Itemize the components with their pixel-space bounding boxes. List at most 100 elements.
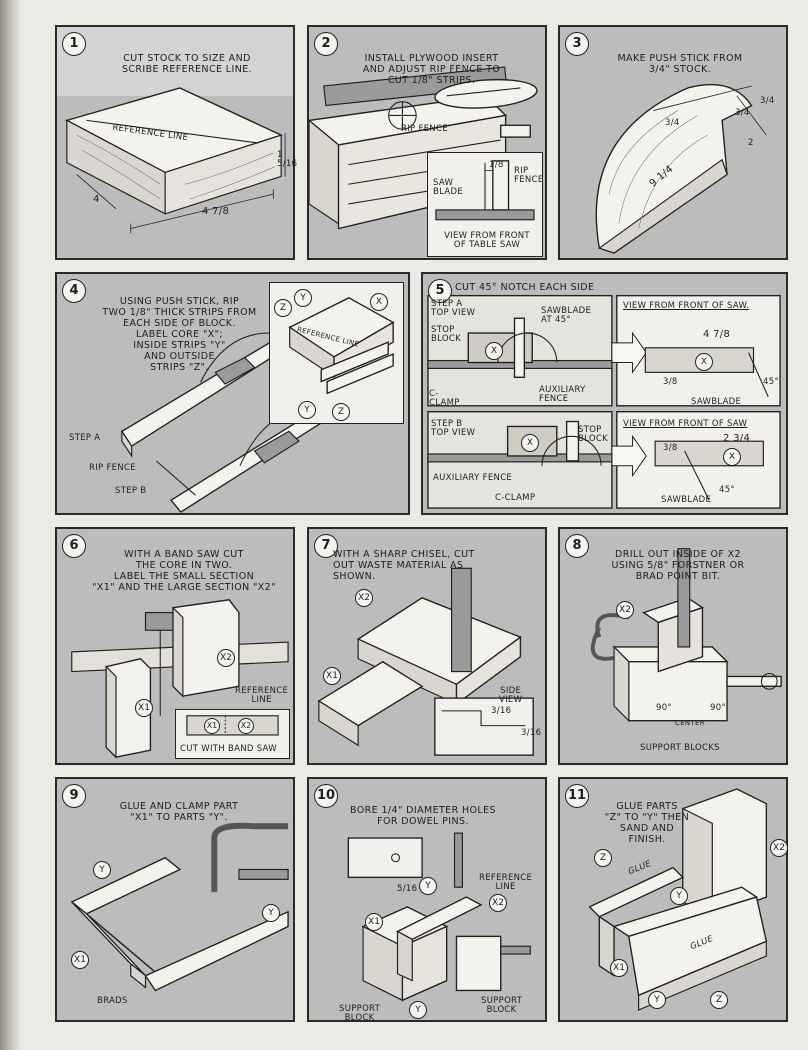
mark-x-a-front: X bbox=[695, 353, 713, 371]
step-11-illustration bbox=[588, 788, 768, 1011]
reference-line-label: Reference line bbox=[235, 686, 289, 705]
sawblade-b-label: Sawblade bbox=[661, 495, 712, 505]
step-5-illustration bbox=[427, 294, 781, 509]
step-7-number: 7 bbox=[314, 534, 338, 558]
dim-label: 5/16 bbox=[397, 884, 418, 894]
side-view-label: Side view bbox=[499, 686, 523, 705]
view-front-a-label: View from front of saw. bbox=[623, 301, 750, 311]
front-view-diagram bbox=[435, 160, 535, 221]
rip-fence-label: Rip fence bbox=[89, 463, 136, 473]
step-2-number: 2 bbox=[314, 32, 338, 56]
step-10-illustration bbox=[347, 832, 531, 1002]
step-3-panel: 3 Make push stick from 3/4" stock. 9 1/4… bbox=[558, 25, 788, 260]
mark-y-top: Y bbox=[294, 289, 312, 307]
view-front-b-label: View from front of saw bbox=[623, 419, 748, 429]
dim-b: 3/4 bbox=[735, 108, 750, 118]
view-front-label: View from front of table saw bbox=[444, 231, 530, 250]
mark-x1: X1 bbox=[610, 959, 628, 977]
step-9-caption: Glue and clamp part "X1" to parts "Y". bbox=[119, 801, 239, 823]
step-3-illustration bbox=[595, 84, 767, 254]
reference-line-label: Reference line bbox=[479, 873, 533, 892]
mark-y-left: Y bbox=[93, 861, 111, 879]
sawblade-a-label: Sawblade bbox=[691, 397, 742, 407]
side-dim-a: 3/16 bbox=[491, 706, 512, 716]
c-clamp-label: C- clamp bbox=[429, 389, 460, 408]
page-binding-shadow bbox=[0, 0, 22, 1050]
step-b-label: Step B bbox=[115, 486, 147, 496]
brads-label: Brads bbox=[97, 996, 128, 1006]
mark-x2: X2 bbox=[616, 601, 634, 619]
length-dimension: 4 7/8 bbox=[202, 206, 230, 217]
step-8-illustration bbox=[590, 548, 782, 723]
step-9-number: 9 bbox=[62, 784, 86, 808]
step-10-caption: Bore 1/4" diameter holes for dowel pins. bbox=[350, 805, 496, 827]
sawblade-45-label: Sawblade at 45° bbox=[541, 306, 592, 325]
step-5-number: 5 bbox=[428, 279, 452, 303]
step-11-panel: 11 Glue parts "Z" to "Y" then sand and f… bbox=[558, 777, 788, 1022]
angle-left: 90° bbox=[656, 703, 672, 713]
labelled-strips-diagram bbox=[288, 297, 395, 395]
support-blocks-label: Support blocks bbox=[640, 743, 720, 753]
step-2-caption: Install plywood insert and adjust rip fe… bbox=[362, 53, 501, 86]
support-block-left: Support block bbox=[339, 1004, 381, 1023]
step-7-panel: 7 With a sharp chisel, cut out waste mat… bbox=[307, 527, 547, 765]
step-a-top-view: Step A top view bbox=[431, 299, 476, 318]
step-8-number: 8 bbox=[565, 534, 589, 558]
step-6-panel: X1 X2 Cut with band saw 6 With a band sa… bbox=[55, 527, 295, 765]
width-dimension: 4 bbox=[93, 194, 100, 205]
step-4-caption: Using push stick, rip two 1/8" thick str… bbox=[102, 296, 257, 373]
rip-fence-label: Rip fence bbox=[401, 124, 448, 134]
dim-c: 3/4 bbox=[760, 96, 775, 106]
mark-z-bottom: Z bbox=[332, 403, 350, 421]
mark-z-top: Z bbox=[594, 849, 612, 867]
aux-fence-b-label: Auxiliary fence bbox=[433, 473, 513, 483]
mark-x2: X2 bbox=[770, 839, 788, 857]
mark-z-bottom: Z bbox=[710, 991, 728, 1009]
cut-band-saw-label: Cut with band saw bbox=[180, 744, 277, 754]
step-b-top-view: Step B top view bbox=[431, 419, 476, 438]
step-1-panel: 1 Cut stock to size and scribe reference… bbox=[55, 25, 298, 260]
step-10-panel: 10 Bore 1/4" diameter holes for dowel pi… bbox=[307, 777, 547, 1023]
step-6-illustration bbox=[71, 599, 289, 759]
step-7-caption: With a sharp chisel, cut out waste mater… bbox=[333, 549, 475, 582]
dim-a-depth: 3/8 bbox=[663, 377, 678, 387]
cut-band-saw-inset: X1 X2 Cut with band saw bbox=[175, 709, 290, 759]
rip-fence-inset-label: Rip fence bbox=[514, 166, 544, 185]
dim-a-length: 4 7/8 bbox=[703, 329, 731, 340]
mark-x1: X1 bbox=[135, 699, 153, 717]
mark-x1: X1 bbox=[365, 913, 383, 931]
mark-x1: X1 bbox=[323, 667, 341, 685]
step-11-number: 11 bbox=[565, 784, 589, 808]
mark-x-b: X bbox=[521, 434, 539, 452]
step-9-panel: 9 Glue and clamp part "X1" to parts "Y".… bbox=[55, 777, 295, 1022]
step-4-illustration bbox=[120, 332, 325, 513]
step-3-caption: Make push stick from 3/4" stock. bbox=[617, 53, 743, 75]
dim-d: 2 bbox=[748, 138, 754, 148]
step-7-illustration bbox=[317, 567, 534, 756]
mark-y-top: Y bbox=[670, 887, 688, 905]
step-5-caption: Cut 45° notch each side bbox=[455, 282, 595, 293]
mark-x: X bbox=[370, 293, 388, 311]
step-2-panel: 2 Install plywood insert and adjust rip … bbox=[307, 25, 547, 260]
angle-b-label: 45° bbox=[719, 485, 735, 495]
angle-right: 90° bbox=[710, 703, 726, 713]
dim-a: 3/4 bbox=[665, 118, 680, 128]
mark-x-a: X bbox=[485, 342, 503, 360]
step-11-caption: Glue parts "Z" to "Y" then sand and fini… bbox=[604, 801, 690, 845]
c-clamp-b-label: C-clamp bbox=[495, 493, 536, 503]
step-4-number: 4 bbox=[62, 279, 86, 303]
stop-block-b-label: Stop block bbox=[578, 425, 608, 444]
aux-fence-label: Auxiliary fence bbox=[539, 385, 586, 404]
side-dim-b: 3/16 bbox=[521, 728, 542, 738]
step-10-number: 10 bbox=[314, 784, 338, 808]
mark-z: Z bbox=[274, 299, 292, 317]
step-3-number: 3 bbox=[565, 32, 589, 56]
inset-x1: X1 bbox=[204, 718, 220, 734]
step-9-illustration bbox=[70, 822, 289, 992]
mark-y-bottom: Y bbox=[409, 1001, 427, 1019]
mark-x2: X2 bbox=[355, 589, 373, 607]
thickness-dimension: 1 5/16 bbox=[277, 150, 298, 169]
saw-blade-label: Saw blade bbox=[433, 178, 463, 197]
step-4-panel: Z Y X Y Z Reference line 4 Using push st… bbox=[55, 272, 410, 515]
step-6-number: 6 bbox=[62, 534, 86, 558]
